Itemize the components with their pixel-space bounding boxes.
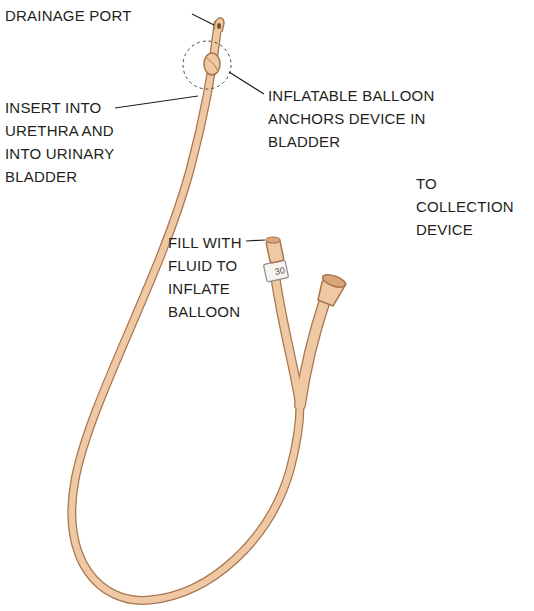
drainage-eye <box>217 23 221 29</box>
drain-arm-outline <box>300 300 325 405</box>
drain-opening <box>321 272 347 290</box>
catheter-tip <box>214 18 224 32</box>
part-label: DRAINAGE PORT <box>5 4 205 27</box>
balloon <box>204 53 220 75</box>
leader-line <box>246 240 265 241</box>
part-label: FILL WITH FLUID TO INFLATE BALLOON <box>168 231 264 323</box>
valve-arm-outline <box>275 275 300 405</box>
valve-arm <box>275 275 300 405</box>
valve-opening <box>266 237 280 243</box>
part-label: INSERT INTO URETHRA AND INTO URINARY BLA… <box>5 96 117 188</box>
balloon-highlight <box>183 41 231 89</box>
drain-arm <box>300 300 325 405</box>
leader-line <box>115 96 198 108</box>
part-label: INFLATABLE BALLOON ANCHORS DEVICE IN BLA… <box>268 84 468 153</box>
tube <box>72 24 300 600</box>
balloon-fold <box>207 58 217 70</box>
tube-outline <box>72 24 300 600</box>
leader-line <box>192 14 214 25</box>
leader-line <box>229 72 264 94</box>
part-label: TO COLLECTION DEVICE <box>416 172 528 241</box>
